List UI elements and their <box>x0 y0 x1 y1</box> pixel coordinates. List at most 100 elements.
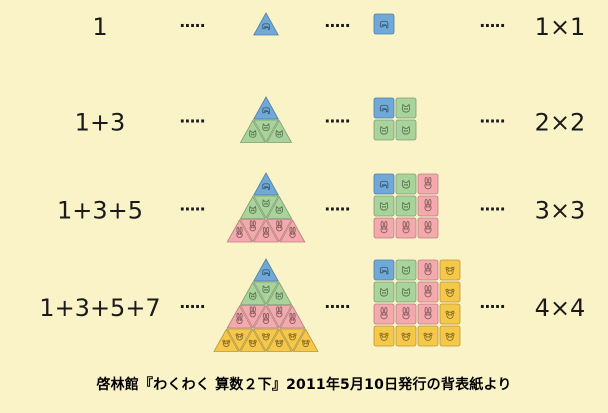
square-figure <box>373 173 439 239</box>
bear-icon <box>301 339 310 348</box>
triangle-tile <box>226 328 253 352</box>
rabbit-icon <box>424 199 432 212</box>
elephant-icon <box>262 269 270 277</box>
rabbit-icon <box>262 312 270 324</box>
triangle-tile <box>226 219 253 243</box>
cat-icon <box>379 201 389 211</box>
sum-expression: 1 <box>92 13 107 41</box>
rabbit-icon <box>424 307 432 320</box>
triangle-figure <box>253 12 279 36</box>
square-figure <box>373 259 461 347</box>
rabbit-icon <box>236 312 243 324</box>
cat-icon <box>401 201 411 211</box>
bear-icon <box>262 333 270 341</box>
row-4: 1+3+5+7···············4×4 <box>39 258 586 352</box>
square-tile <box>417 303 439 325</box>
dots-middle: ····· <box>324 297 349 316</box>
dots-left: ····· <box>179 112 204 131</box>
bear-icon <box>423 332 433 341</box>
elephant-icon <box>262 183 270 191</box>
dots-left: ····· <box>179 16 204 35</box>
square-tile <box>373 119 395 141</box>
square-tile <box>373 303 395 325</box>
square-tile <box>417 259 439 281</box>
elephant-icon <box>262 107 270 115</box>
triangle-tile <box>239 281 266 305</box>
dots-right: ····· <box>479 199 504 218</box>
square-tile <box>373 13 395 35</box>
product-expression: 4×4 <box>535 294 586 322</box>
triangle-tile <box>253 96 279 120</box>
sum-expression: 1+3+5+7 <box>39 294 160 322</box>
cat-icon <box>249 205 257 214</box>
triangle-tile <box>239 328 266 352</box>
triangle-tile <box>279 328 306 352</box>
cat-icon <box>401 265 411 275</box>
square-tile <box>395 217 417 239</box>
square-tile <box>395 173 417 195</box>
triangle-tile <box>253 219 279 243</box>
square-tile <box>373 325 395 347</box>
elephant-icon <box>379 180 389 189</box>
square-tile <box>373 97 395 119</box>
rabbit-icon <box>380 307 388 320</box>
square-tile <box>395 325 417 347</box>
square-tile <box>417 325 439 347</box>
bear-icon <box>445 288 455 297</box>
bear-icon <box>445 310 455 319</box>
dots-right: ····· <box>479 112 504 131</box>
cat-icon <box>275 129 283 138</box>
square-tile <box>373 195 395 217</box>
elephant-icon <box>379 104 389 113</box>
square-figure <box>373 97 417 141</box>
rabbit-icon <box>289 226 296 238</box>
triangle-tile <box>239 119 266 143</box>
elephant-icon <box>379 20 389 29</box>
rabbit-icon <box>402 307 410 320</box>
cat-icon <box>262 123 270 132</box>
triangle-tile <box>239 305 266 329</box>
triangle-tile <box>292 328 319 352</box>
rabbit-icon <box>276 220 283 232</box>
triangle-tile <box>266 119 293 143</box>
cat-icon <box>379 287 389 297</box>
triangle-tile <box>213 328 240 352</box>
cat-icon <box>249 129 257 138</box>
dots-middle: ····· <box>324 199 349 218</box>
rabbit-icon <box>402 221 410 234</box>
square-tile <box>373 217 395 239</box>
square-tile <box>395 195 417 217</box>
bear-icon <box>248 339 257 348</box>
triangle-tile <box>253 172 279 196</box>
dots-middle: ····· <box>324 16 349 35</box>
triangle-tile <box>253 119 279 143</box>
rabbit-icon <box>424 177 432 190</box>
triangle-tile <box>253 195 279 219</box>
rabbit-icon <box>424 263 432 276</box>
square-tile <box>395 119 417 141</box>
bear-icon <box>275 339 284 348</box>
triangle-figure <box>239 96 293 143</box>
cat-icon <box>401 179 411 189</box>
rabbit-icon <box>424 285 432 298</box>
square-tile <box>439 303 461 325</box>
triangle-figure <box>213 258 319 352</box>
cat-icon <box>275 291 283 300</box>
dots-right: ····· <box>479 297 504 316</box>
triangle-tile <box>279 219 306 243</box>
bear-icon <box>288 333 297 341</box>
square-tile <box>417 217 439 239</box>
rabbit-icon <box>289 312 296 324</box>
cat-icon <box>262 199 270 208</box>
square-tile <box>395 259 417 281</box>
square-tile <box>439 281 461 303</box>
triangle-tile <box>239 195 266 219</box>
triangle-tile <box>266 219 293 243</box>
dots-right: ····· <box>479 16 504 35</box>
triangle-tile <box>266 281 293 305</box>
cat-icon <box>401 287 411 297</box>
rabbit-icon <box>249 306 256 318</box>
triangle-tile <box>253 328 279 352</box>
triangle-tile <box>253 281 279 305</box>
